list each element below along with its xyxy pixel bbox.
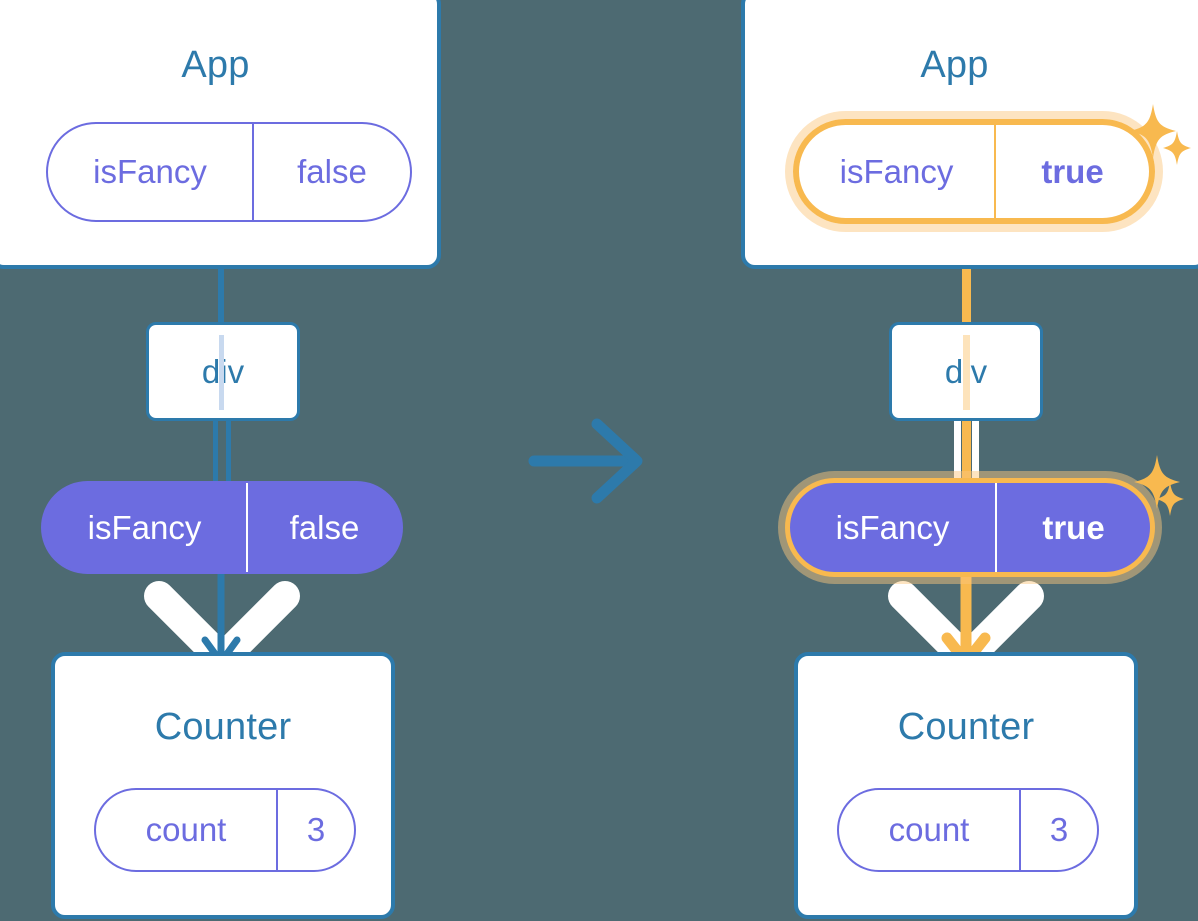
- connector-through-div-before: [219, 335, 224, 410]
- app-state-pill-value-before: false: [252, 124, 410, 220]
- counter-title-after: Counter: [897, 706, 1035, 748]
- app-box-after: App isFancy true: [741, 0, 1198, 269]
- prop-arrow-wings-before: [144, 581, 300, 674]
- app-state-pill-after: isFancy true: [793, 119, 1155, 224]
- prop-pill-value-after: true: [995, 483, 1150, 572]
- app-state-pill-key-before: isFancy: [93, 153, 207, 190]
- prop-arrow-after: [941, 574, 991, 668]
- connector-div-to-prop-right-before: [226, 418, 231, 486]
- app-box-before: App isFancy false: [0, 0, 441, 269]
- prop-pill-before: isFancy false: [41, 481, 403, 574]
- connector-div-to-prop-left-before: [213, 418, 218, 486]
- connector-through-div-after: [963, 335, 970, 410]
- prop-pill-key-before: isFancy: [87, 508, 202, 546]
- counter-state-pill-value-before: 3: [276, 790, 354, 870]
- counter-state-pill-value-after: 3: [1019, 790, 1097, 870]
- connector-div-to-prop-center-after: [962, 418, 971, 486]
- counter-state-pill-key-after: count: [888, 811, 970, 848]
- prop-arrow-wings-after: [888, 581, 1044, 674]
- connector-div-to-prop-left-after: [954, 418, 961, 486]
- prop-pill-value-before: false: [246, 483, 401, 572]
- app-state-pill-key-after: isFancy: [839, 152, 954, 190]
- counter-state-pill-after: count 3: [837, 788, 1099, 872]
- counter-box-before: Counter count 3: [51, 652, 395, 919]
- connector-div-to-prop-right-after: [972, 418, 979, 486]
- transition-arrow-icon: [528, 418, 643, 504]
- sparkle-small-icon-prop: [1156, 482, 1184, 516]
- counter-title-before: Counter: [154, 706, 292, 748]
- prop-arrow-before: [201, 574, 241, 666]
- app-title-before: App: [181, 44, 250, 86]
- app-state-pill-before: isFancy false: [46, 122, 412, 222]
- app-title-after: App: [920, 44, 989, 86]
- prop-pill-key-after: isFancy: [835, 508, 950, 546]
- counter-state-pill-before: count 3: [94, 788, 356, 872]
- counter-state-pill-key-before: count: [145, 811, 227, 848]
- prop-pill-after: isFancy true: [785, 478, 1155, 577]
- app-state-pill-value-after: true: [994, 125, 1149, 218]
- counter-box-after: Counter count 3: [794, 652, 1138, 919]
